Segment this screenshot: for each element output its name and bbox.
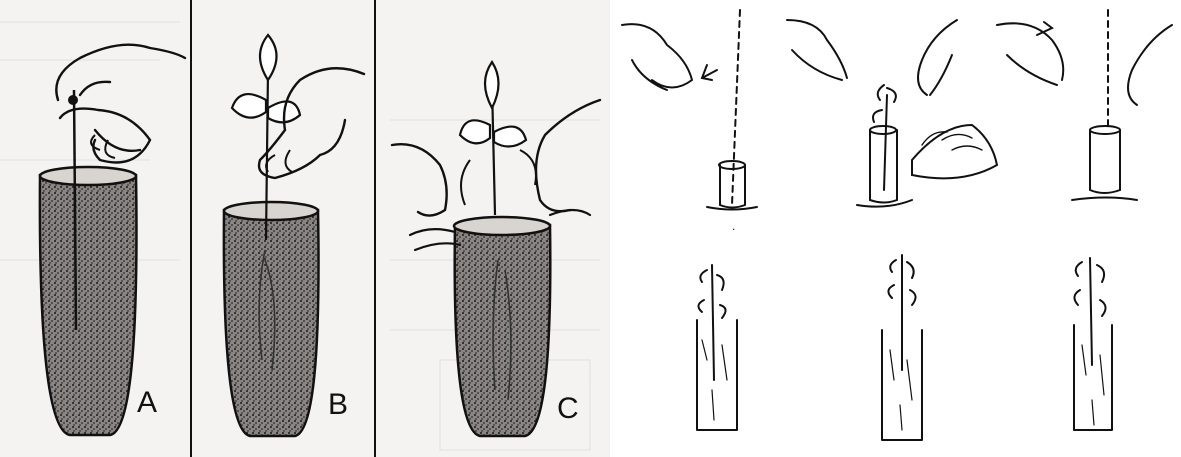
right-top-step-1: . xyxy=(622,10,757,233)
soil-tube-a xyxy=(40,175,137,435)
left-illustration-svg xyxy=(0,0,610,457)
panel-label-c: C xyxy=(557,394,579,424)
right-illustration-svg: . xyxy=(612,0,1181,457)
left-illustration-panel: A B C xyxy=(0,0,610,457)
right-bottom-step-3 xyxy=(1074,258,1112,430)
right-top-step-2 xyxy=(787,20,997,207)
soil-tube-c xyxy=(455,225,551,436)
soil-tube-b xyxy=(224,210,319,436)
panel-label-a: A xyxy=(137,388,157,418)
right-bottom-step-2 xyxy=(882,255,922,440)
right-bottom-step-1 xyxy=(697,265,737,430)
right-mark-a: . xyxy=(732,219,735,233)
right-top-step-3 xyxy=(997,10,1172,200)
panel-label-b: B xyxy=(328,390,348,420)
right-illustration-panel: . xyxy=(612,0,1181,457)
